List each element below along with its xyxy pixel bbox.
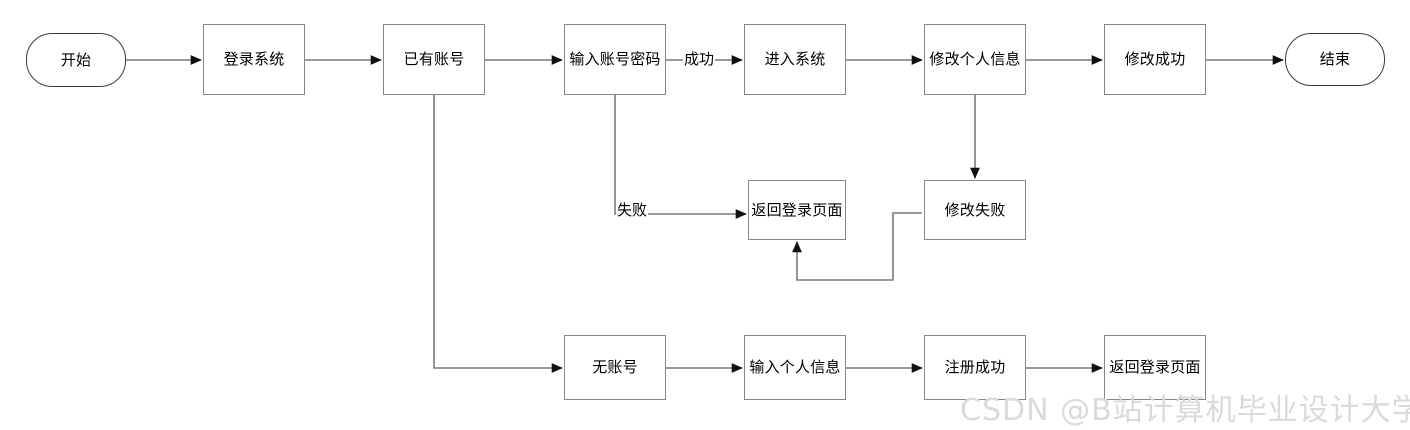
edge-label-failure: 失败 [616,201,649,219]
node-end[interactable]: 结束 [1285,33,1385,86]
node-enter-system[interactable]: 进入系统 [744,24,846,95]
edge-has-account-to-no-account [433,95,563,373]
node-register-success[interactable]: 注册成功 [924,335,1026,400]
edge-label-success: 成功 [683,50,716,68]
node-edit-failure[interactable]: 修改失败 [924,180,1026,240]
node-no-account[interactable]: 无账号 [564,335,666,400]
node-start[interactable]: 开始 [26,33,126,87]
node-input-profile[interactable]: 输入个人信息 [744,335,846,400]
node-back-to-login-page-failure[interactable]: 返回登录页面 [748,180,846,240]
node-edit-profile[interactable]: 修改个人信息 [924,24,1026,95]
node-has-account[interactable]: 已有账号 [383,24,485,95]
node-input-account-password[interactable]: 输入账号密码 [564,24,666,95]
node-back-to-login-page-register[interactable]: 返回登录页面 [1104,335,1206,400]
node-edit-success[interactable]: 修改成功 [1104,24,1206,95]
edge-edit-failure-to-back-login [792,212,922,281]
edge-input-password-to-back-login-failure [614,95,747,219]
node-login-system[interactable]: 登录系统 [203,24,305,95]
